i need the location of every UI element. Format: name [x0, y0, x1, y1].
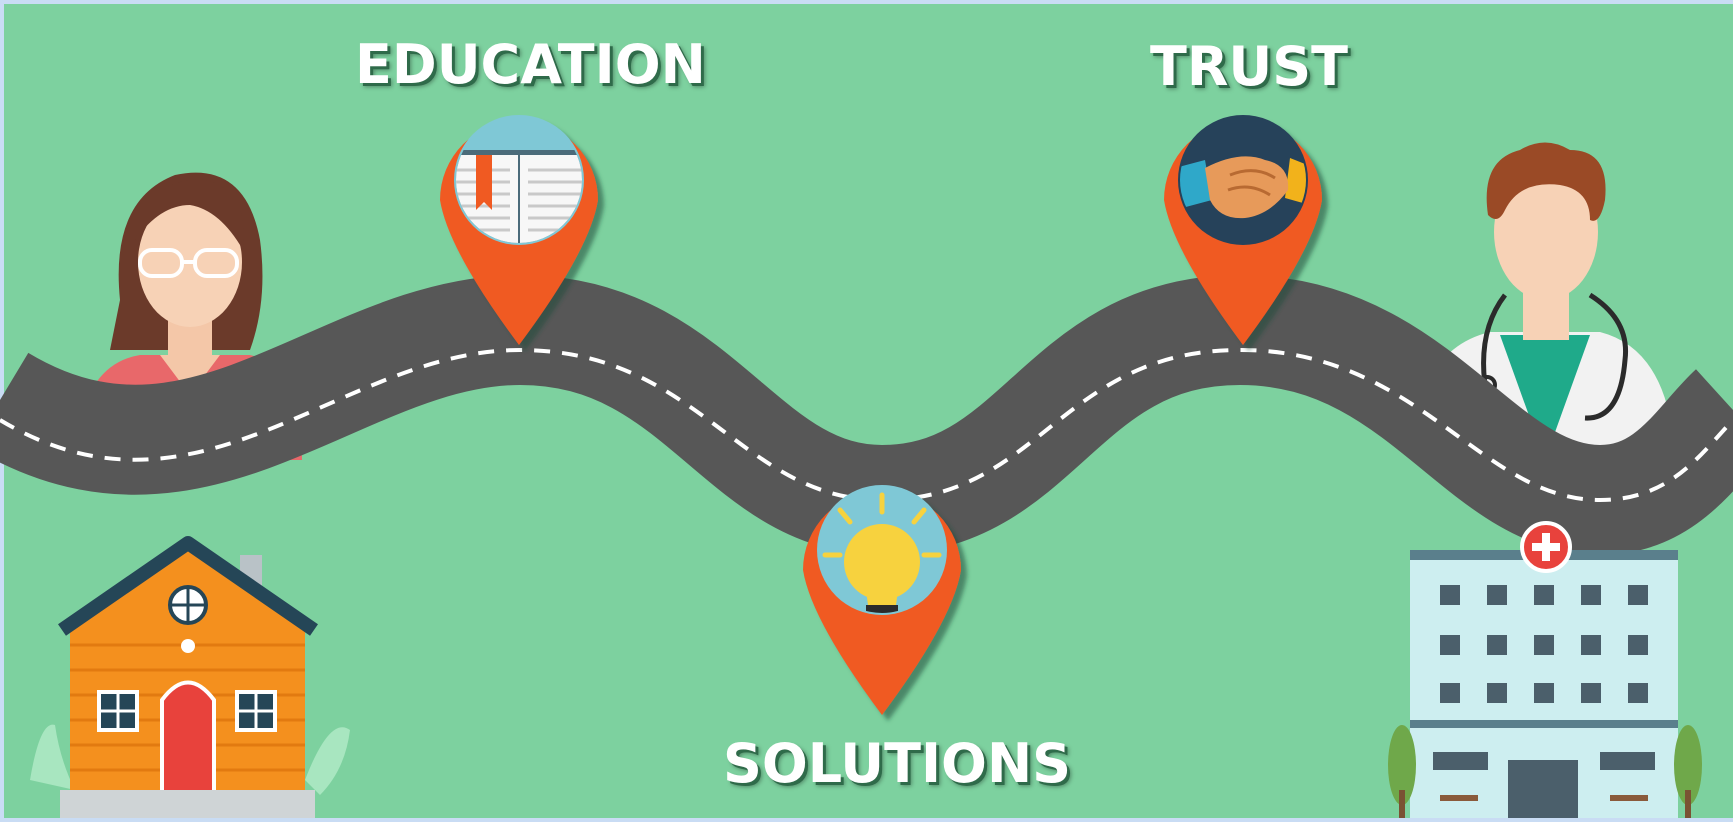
- road: [0, 274, 1733, 556]
- lightbulb-icon: [822, 492, 942, 613]
- book-icon: [456, 150, 582, 243]
- hospital-icon: [1388, 521, 1702, 818]
- solutions-label: SOLUTIONS: [723, 732, 1072, 795]
- house-icon: [30, 536, 350, 818]
- education-label: EDUCATION: [355, 33, 706, 96]
- trust-label: TRUST: [1150, 35, 1348, 98]
- handshake-icon: [1180, 156, 1306, 219]
